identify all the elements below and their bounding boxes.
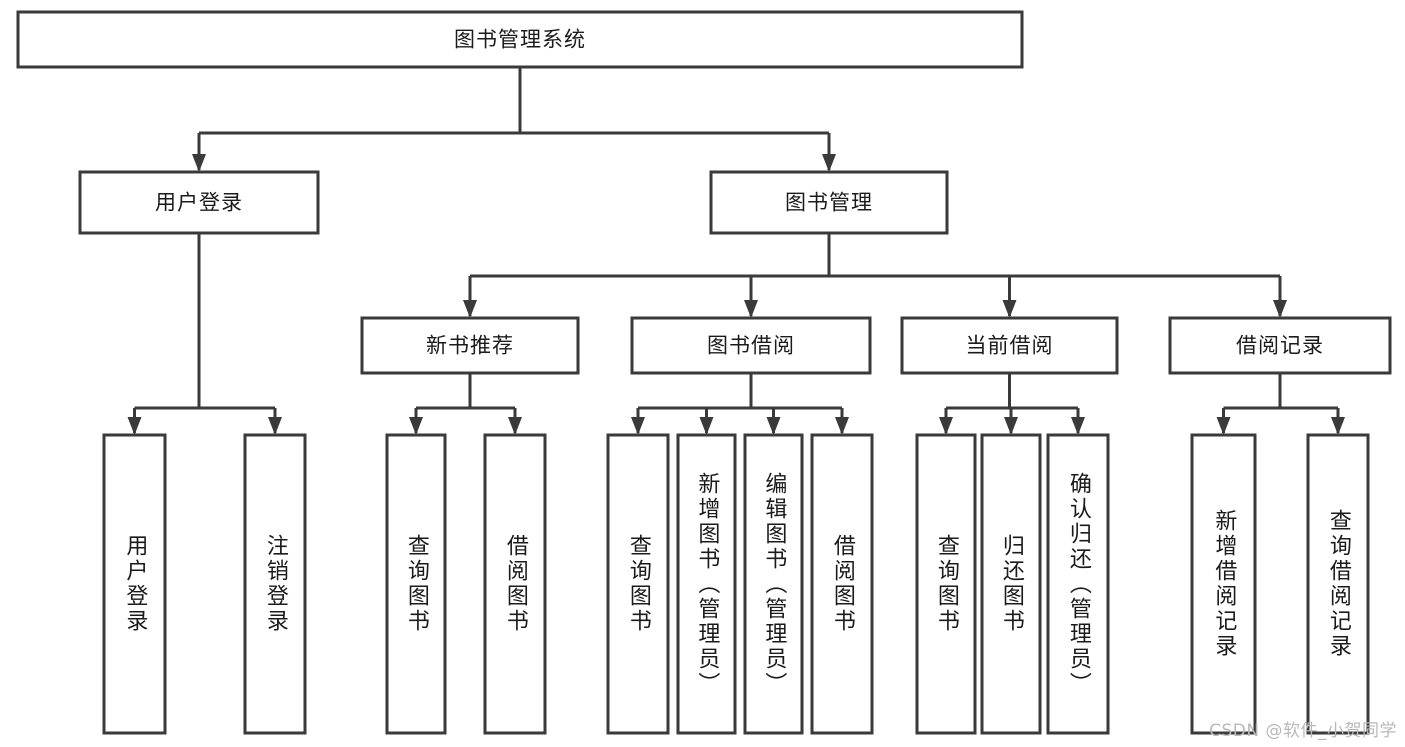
arrow-down-icon-leaf-borrow-book-1 <box>508 417 522 435</box>
node-box-book-manage[interactable] <box>709 170 949 235</box>
node-box-leaf-user-logout[interactable] <box>243 433 307 735</box>
node-box-leaf-query-book-2[interactable] <box>606 433 670 735</box>
node-box-leaf-add-borrow-record[interactable] <box>1190 433 1257 735</box>
arrow-down-icon-leaf-add-borrow-record <box>1216 417 1231 435</box>
arrow-down-icon-leaf-confirm-return <box>1071 417 1085 435</box>
boxes-layer <box>16 10 1392 735</box>
node-label-user-login: 用户登录 <box>155 191 243 215</box>
arrow-down-icon-leaf-query-book-3 <box>939 417 953 435</box>
node-label-current-borrow: 当前借阅 <box>966 334 1054 358</box>
root-label: 图书管理系统 <box>454 28 586 52</box>
connectors-layer <box>127 67 1345 435</box>
arrow-down-icon-leaf-return-book <box>1004 417 1018 435</box>
node-label-book-manage: 图书管理 <box>785 191 873 215</box>
node-box-current-borrow[interactable] <box>900 316 1119 375</box>
arrow-down-icon-leaf-query-borrow-record <box>1331 417 1345 435</box>
node-box-leaf-query-book-1[interactable] <box>385 433 447 735</box>
arrow-down-icon-leaf-borrow-book-2 <box>835 417 849 435</box>
node-box-leaf-query-book-3[interactable] <box>915 433 977 735</box>
node-box-user-login[interactable] <box>78 170 320 235</box>
arrow-down-icon-new-book-recommend <box>463 300 477 318</box>
node-box-leaf-edit-book-admin[interactable] <box>743 433 804 735</box>
arrow-down-icon-leaf-user-logout <box>268 417 282 435</box>
arrow-down-icon-leaf-add-book-admin <box>699 417 714 435</box>
arrow-down-icon-leaf-query-book-2 <box>631 417 645 435</box>
csdn-watermark: CSDN @软件_小贺同学 <box>1209 721 1397 741</box>
node-box-leaf-confirm-return[interactable] <box>1046 433 1110 735</box>
node-box-leaf-add-book-admin[interactable] <box>676 433 737 735</box>
arrow-down-icon-user-login <box>192 154 206 172</box>
node-label-borrow-record: 借阅记录 <box>1236 334 1324 358</box>
arrow-down-icon-leaf-edit-book-admin <box>766 417 781 435</box>
node-box-book-borrow[interactable] <box>630 316 872 375</box>
node-box-leaf-return-book[interactable] <box>980 433 1042 735</box>
arrow-down-icon-book-borrow <box>744 300 758 318</box>
node-box-new-book-recommend[interactable] <box>360 316 580 375</box>
node-box-root[interactable] <box>16 10 1024 69</box>
arrow-down-icon-leaf-user-login <box>127 417 142 435</box>
arrow-down-icon-leaf-query-book-1 <box>409 417 423 435</box>
arrow-down-icon-book-manage <box>822 154 836 172</box>
node-box-borrow-record[interactable] <box>1168 316 1392 375</box>
node-box-leaf-borrow-book-2[interactable] <box>810 433 874 735</box>
arrow-down-icon-borrow-record <box>1273 300 1287 318</box>
node-box-leaf-query-borrow-record[interactable] <box>1306 433 1370 735</box>
node-box-leaf-borrow-book-1[interactable] <box>483 433 547 735</box>
node-label-new-book-recommend: 新书推荐 <box>426 334 514 358</box>
arrow-down-icon-current-borrow <box>1002 300 1017 318</box>
node-box-leaf-user-login[interactable] <box>102 433 167 735</box>
node-label-book-borrow: 图书借阅 <box>707 334 795 358</box>
